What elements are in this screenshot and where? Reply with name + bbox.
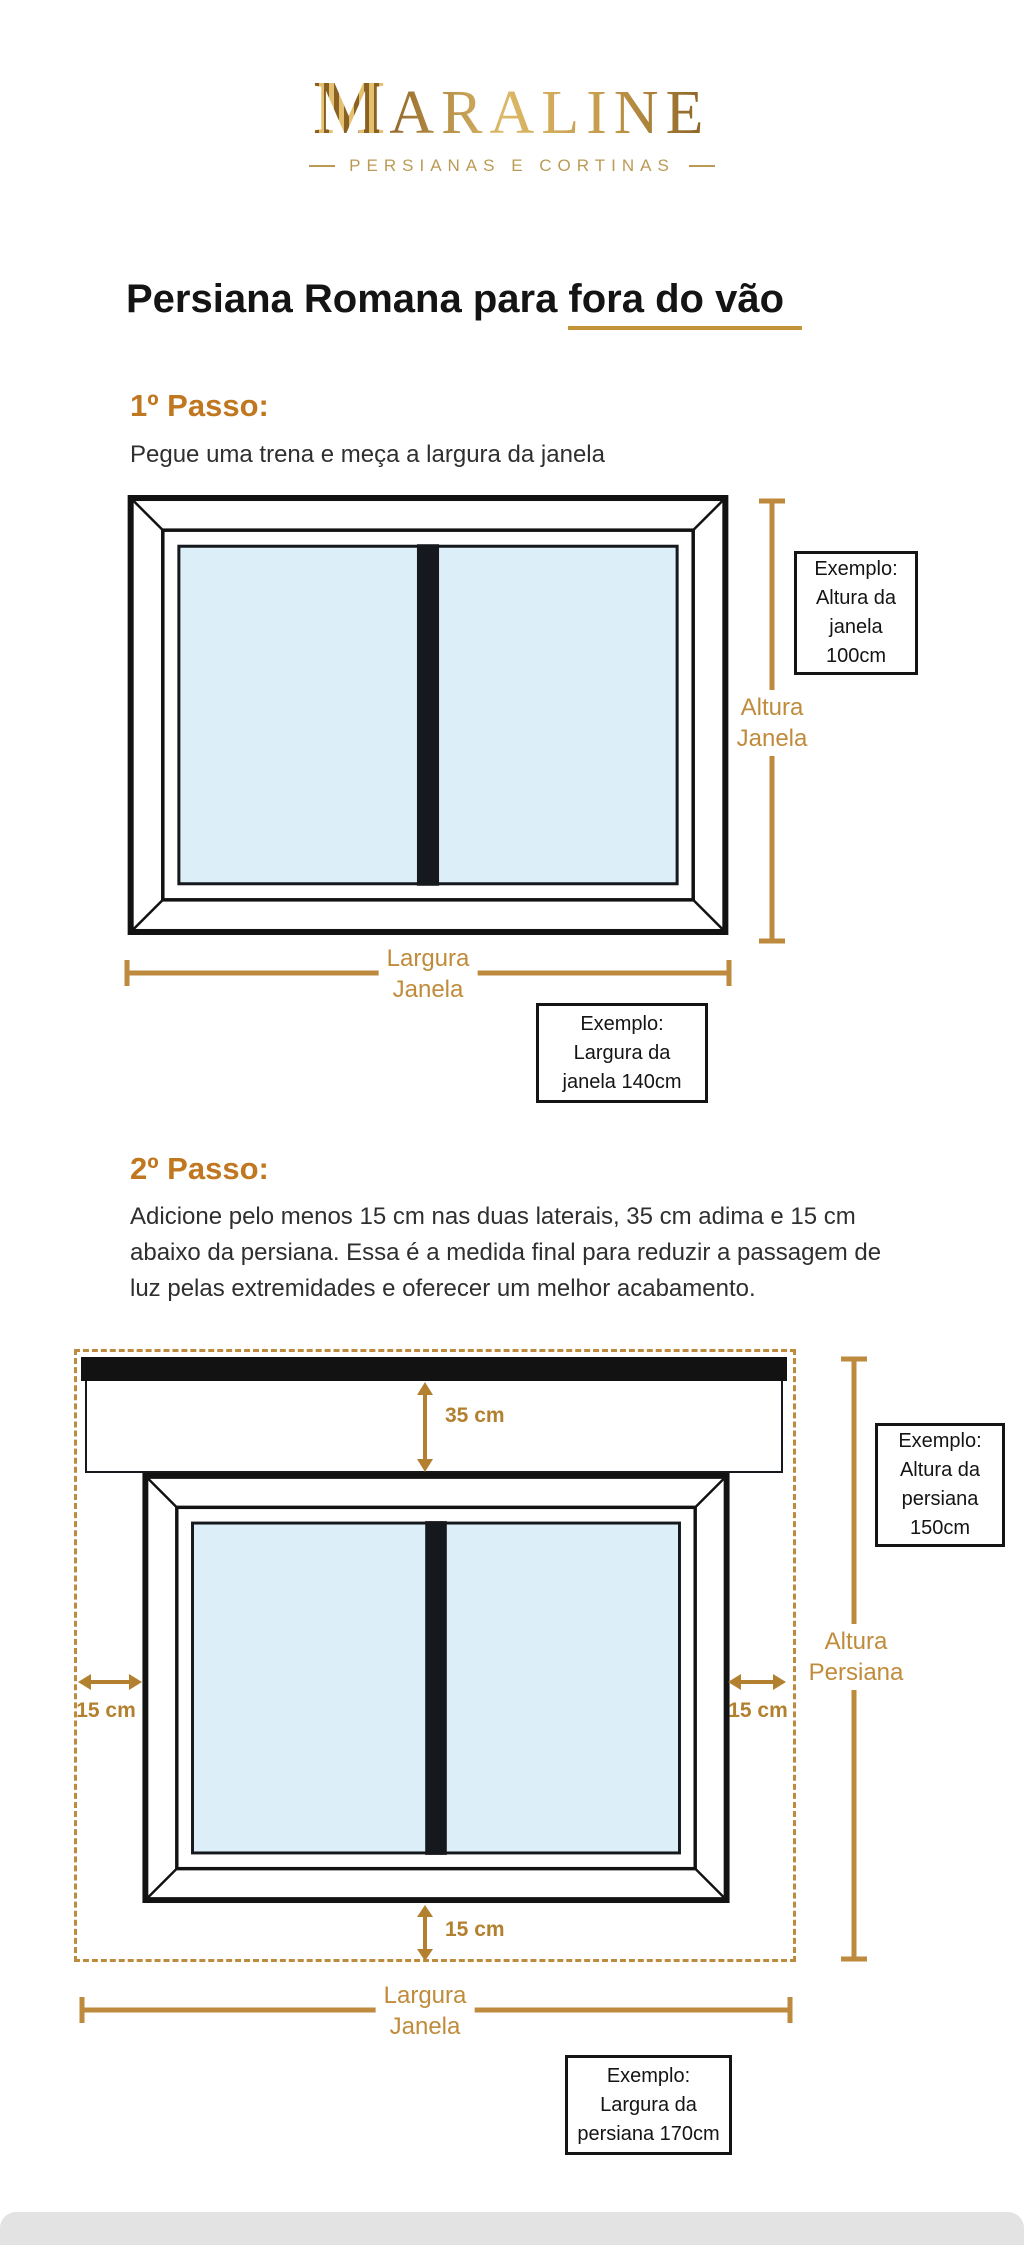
example-box-altura-janela: Exemplo: Altura da janela 100cm (794, 551, 918, 675)
altura-persiana-label: Altura Persiana (800, 1624, 912, 1690)
step2-heading: 2º Passo: (130, 1151, 269, 1186)
page-title-underlined: fora do vão (568, 277, 803, 330)
example-box-largura-persiana: Exemplo: Largura da persiana 170cm (565, 2055, 732, 2155)
gap-top-arrow-icon (417, 1382, 433, 1472)
brand-tagline-row: PERSIANAS E CORTINAS (0, 156, 1024, 176)
gap-left-label: 15 cm (76, 1699, 136, 1722)
gap-left-arrow-icon (78, 1674, 142, 1690)
gap-bottom-label: 15 cm (445, 1918, 505, 1941)
tagline-rule-right (688, 165, 715, 167)
brand-monogram-curtain: M (313, 66, 386, 150)
page-title-prefix: Persiana Romana para (126, 277, 569, 321)
persiana-dashed-outline (74, 1349, 796, 1962)
example-box-largura-janela: Exemplo: Largura da janela 140cm (536, 1003, 708, 1103)
window-illustration-step1 (126, 494, 730, 936)
brand-wordmark-row: M ARALINE (0, 70, 1024, 146)
step2-text: Adicione pelo menos 15 cm nas duas later… (130, 1203, 882, 1302)
gap-right-arrow-icon (728, 1674, 786, 1690)
window-illustration-step2 (141, 1472, 731, 1904)
gap-top-label: 35 cm (445, 1404, 505, 1427)
altura-janela-label: Altura Janela (728, 690, 816, 756)
gap-right-label: 15 cm (728, 1699, 788, 1722)
largura-janela2-label: Largura Janela (375, 1978, 475, 2044)
brand-logo: M ARALINE PERSIANAS E CORTINAS (0, 70, 1024, 176)
largura-janela-label: Largura Janela (378, 941, 478, 1007)
gap-bottom-arrow-icon (417, 1905, 433, 1961)
tagline-rule-left (309, 165, 336, 167)
brand-tagline: PERSIANAS E CORTINAS (349, 156, 675, 175)
next-section-edge (0, 2212, 1024, 2245)
step1-heading: 1º Passo: (130, 388, 269, 423)
cornice-box (85, 1379, 783, 1473)
page-title: Persiana Romana para fora do vão (126, 274, 803, 330)
example-box-altura-persiana: Exemplo: Altura da persiana 150cm (875, 1423, 1005, 1547)
step1-text: Pegue uma trena e meça a largura da jane… (130, 441, 605, 468)
cornice-top-bar (81, 1357, 787, 1381)
brand-wordmark: ARALINE (389, 79, 711, 147)
